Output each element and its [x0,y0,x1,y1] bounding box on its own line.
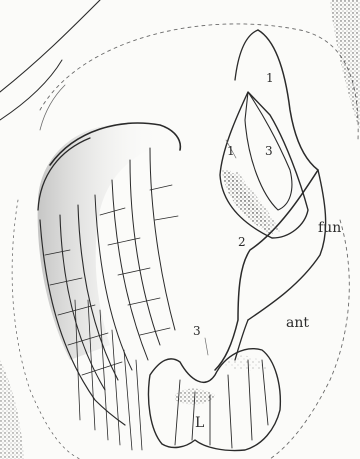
label-1-top: 1 [266,71,274,85]
leader-line-3 [205,338,208,355]
label-ant: ant [286,315,309,331]
gill-arc-7 [150,148,175,330]
funnel-left-edge [235,30,258,80]
tube-right [248,170,326,320]
frond-line-2 [0,60,62,120]
label-3-upper: 3 [265,144,273,158]
frond-line-1 [0,0,100,92]
right-fringe [330,0,360,130]
gill-region-shade [38,124,165,360]
label-2: 2 [238,235,246,249]
stipple-region-2 [225,172,280,232]
bottom-lobe-shade-2 [225,356,268,371]
label-L: L [195,415,204,431]
label-1-left: 1 [227,144,235,158]
bottom-left-fringe [0,360,24,459]
right-contour [270,220,349,459]
label-3-lower: 3 [193,324,201,338]
label-fun: fun [318,220,341,236]
gill-arc-6 [130,160,160,345]
outer-contour [40,24,358,140]
